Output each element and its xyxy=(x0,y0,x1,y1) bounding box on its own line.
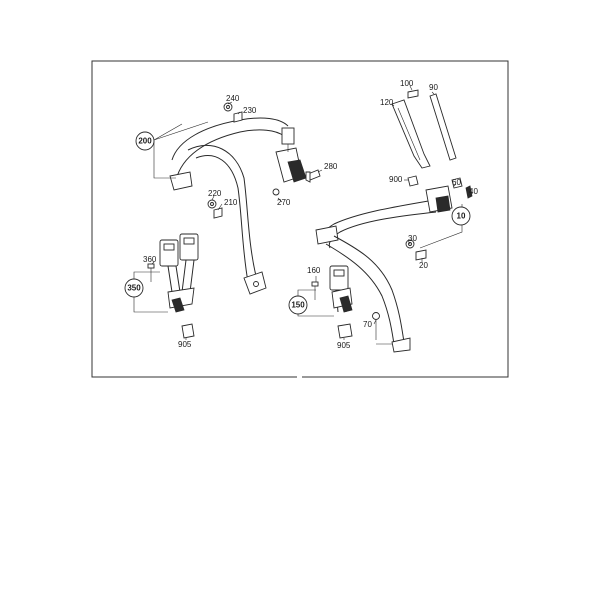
part-label-900: 900 xyxy=(389,175,403,184)
callout-350: 350 xyxy=(124,278,144,298)
leader-lines xyxy=(133,85,471,345)
part-label-230: 230 xyxy=(243,106,257,115)
part-label-240: 240 xyxy=(226,94,240,103)
rear-buckle-assembly-right xyxy=(311,265,380,340)
callout-200: 200 xyxy=(135,131,155,151)
part-label-60: 60 xyxy=(452,178,461,187)
part-label-220: 220 xyxy=(208,189,222,198)
diagram-frame xyxy=(91,60,509,378)
part-label-120: 120 xyxy=(380,98,394,107)
part-label-160: 160 xyxy=(307,266,321,275)
part-label-90: 90 xyxy=(429,83,438,92)
part-labels: 240 230 280 270 220 210 360 905 100 90 1… xyxy=(143,79,478,350)
belt-guide-rail xyxy=(391,89,457,169)
callout-350-label: 350 xyxy=(127,284,141,293)
callout-200-label: 200 xyxy=(138,137,152,146)
part-label-210: 210 xyxy=(224,198,238,207)
part-label-40: 40 xyxy=(469,187,478,196)
part-label-280: 280 xyxy=(324,162,338,171)
callout-150-label: 150 xyxy=(291,301,305,310)
rear-belt-assembly-right xyxy=(315,175,473,353)
part-label-360: 360 xyxy=(143,255,157,264)
part-label-30: 30 xyxy=(408,234,417,243)
part-label-905-left: 905 xyxy=(178,340,192,349)
callout-150: 150 xyxy=(288,295,308,315)
callout-10: 10 xyxy=(451,206,471,226)
rear-belt-assembly-left xyxy=(169,102,321,295)
part-label-270: 270 xyxy=(277,198,291,207)
part-label-905-right: 905 xyxy=(337,341,351,350)
part-label-20: 20 xyxy=(419,261,428,270)
rear-buckle-assembly-left xyxy=(147,233,199,339)
callout-10-label: 10 xyxy=(457,212,466,221)
part-label-70: 70 xyxy=(363,320,372,329)
part-label-100: 100 xyxy=(400,79,414,88)
